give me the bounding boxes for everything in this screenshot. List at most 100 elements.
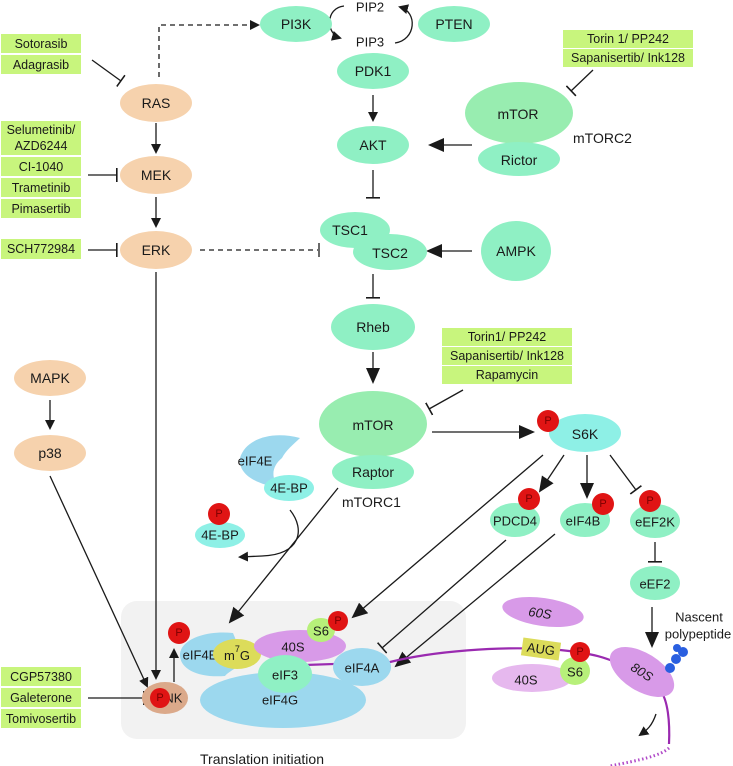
node-s6k: S6K P bbox=[537, 410, 621, 452]
phospho-label: P bbox=[334, 615, 341, 627]
eif4g: eIF4G bbox=[200, 672, 366, 728]
ribosome-40s: 40S bbox=[492, 664, 572, 692]
mtorc2-mtor-label: mTOR bbox=[498, 106, 539, 122]
drug-box bbox=[1, 55, 81, 74]
drug-pimasertib: Pimasertib bbox=[11, 202, 70, 216]
eef2k-label: eEF2K bbox=[635, 515, 675, 530]
drug-selumetinib: Selumetinib/ bbox=[7, 123, 76, 137]
pip3-label: PIP3 bbox=[356, 35, 384, 50]
phospho-mark bbox=[150, 688, 170, 708]
eif3-label: eIF3 bbox=[272, 668, 298, 683]
drug-box bbox=[1, 34, 81, 53]
drug-sch772984: SCH772984 bbox=[7, 242, 75, 256]
peptide-bead bbox=[673, 644, 681, 652]
ras-to-pi3k-arrow bbox=[158, 20, 260, 77]
mek-drug-list: Selumetinib/ AZD6244 CI-1040 Trametinib … bbox=[1, 121, 81, 218]
phospho-label: P bbox=[544, 415, 551, 427]
pdcd4-eif4a-inhibition bbox=[376, 539, 507, 654]
mtorc2-label: mTORC2 bbox=[573, 130, 632, 146]
phospho-4ebp: 4E-BP P bbox=[195, 503, 245, 548]
eif4e-crescent bbox=[239, 435, 300, 488]
p38-label: p38 bbox=[38, 445, 62, 461]
drug-trametinib: Trametinib bbox=[12, 181, 71, 195]
s6: S6 P bbox=[560, 642, 590, 685]
panel-label: Translation initiation bbox=[200, 751, 324, 766]
node-pdk1: PDK1 bbox=[337, 53, 409, 89]
node-rheb: Rheb bbox=[331, 304, 415, 350]
nascent-label-line1: Nascent bbox=[675, 610, 723, 625]
ras-inhibition bbox=[91, 59, 126, 88]
nascent-label-line2: polypeptide bbox=[665, 627, 732, 642]
mnk: MNK P bbox=[142, 682, 188, 714]
phospho-label: P bbox=[576, 646, 583, 658]
mrna-exit bbox=[659, 689, 671, 745]
eif4a-label: eIF4A bbox=[345, 661, 380, 676]
drug-sapanisertib-ink128: Sapanisertib/ Ink128 bbox=[450, 349, 564, 363]
mtorc1-label: mTORC1 bbox=[342, 494, 401, 510]
phospho-label: P bbox=[525, 493, 532, 505]
mrna-dotted-tail bbox=[609, 746, 670, 766]
mapk-label: MAPK bbox=[30, 370, 70, 386]
rictor-label: Rictor bbox=[501, 152, 538, 168]
eif4e-label: eIF4E bbox=[183, 648, 218, 663]
drug-box bbox=[563, 49, 693, 67]
ampk-label: AMPK bbox=[496, 243, 536, 259]
rheb-label: Rheb bbox=[356, 319, 390, 335]
40s-label: 40S bbox=[514, 673, 537, 688]
phospho-mark bbox=[208, 503, 230, 525]
drug-torin1-pp242: Torin1/ PP242 bbox=[468, 330, 547, 344]
peptide-bead bbox=[665, 663, 675, 673]
drug-ci1040: CI-1040 bbox=[19, 160, 64, 174]
eif4e-phospho: P bbox=[168, 622, 190, 644]
drug-box bbox=[1, 121, 81, 155]
phospho-label: P bbox=[215, 508, 222, 520]
s6k-to-pdcd4-arrow bbox=[538, 454, 565, 493]
node-pdcd4: PDCD4 P bbox=[490, 488, 540, 537]
drug-box bbox=[1, 709, 81, 728]
phospho-mark bbox=[570, 642, 590, 662]
p38-to-mnk-arrow bbox=[49, 475, 149, 688]
mtorc2-inhibition bbox=[565, 69, 594, 97]
node-eef2k: eEF2K P bbox=[630, 490, 680, 538]
elongation-arrow bbox=[638, 713, 657, 737]
s6k-label: S6K bbox=[572, 426, 599, 442]
mtorc2-drug-list: Torin 1/ PP242 Sapanisertib/ Ink128 bbox=[563, 30, 693, 67]
drug-torin1-pp242: Torin 1/ PP242 bbox=[587, 32, 669, 46]
drug-azd6244: AZD6244 bbox=[15, 139, 68, 153]
node-akt: AKT bbox=[337, 126, 409, 164]
node-eef2: eEF2 bbox=[630, 566, 680, 600]
aug-label: AUG bbox=[526, 640, 556, 659]
raptor-label: Raptor bbox=[352, 464, 394, 480]
akt-label: AKT bbox=[359, 137, 387, 153]
node-mapk: MAPK bbox=[14, 360, 86, 396]
drug-box bbox=[442, 347, 572, 365]
drug-box bbox=[1, 178, 81, 197]
4ebp-release-arrow bbox=[238, 509, 299, 562]
node-p38: p38 bbox=[14, 435, 86, 471]
drug-galeterone: Galeterone bbox=[10, 691, 72, 705]
phospho-mark bbox=[537, 410, 559, 432]
node-pi3k: PI3K bbox=[260, 6, 332, 42]
nascent-polypeptide: Nascent polypeptide bbox=[665, 610, 732, 673]
mtorc1-to-cap-arrow bbox=[228, 487, 339, 624]
pten-label: PTEN bbox=[435, 16, 472, 32]
phospho-mark bbox=[639, 490, 661, 512]
phospho-mark bbox=[328, 611, 348, 631]
ribosome-80s: 80S bbox=[609, 647, 675, 697]
erk-drug-list: SCH772984 bbox=[1, 239, 81, 259]
mtorc1-mtor-label: mTOR bbox=[353, 417, 394, 433]
pdcd4-label: PDCD4 bbox=[493, 514, 537, 529]
s6-label: S6 bbox=[567, 665, 583, 680]
drug-box bbox=[1, 688, 81, 707]
ribosome-60s: 60S bbox=[502, 597, 584, 627]
phospho-label: P bbox=[599, 498, 606, 510]
ras-label: RAS bbox=[142, 95, 171, 111]
phospho-label: P bbox=[175, 627, 182, 639]
phospho-mark bbox=[592, 493, 614, 515]
node-mtorc2: mTOR Rictor mTORC2 bbox=[465, 82, 632, 176]
mtorc2-mtor bbox=[465, 82, 573, 144]
60s-label: 60S bbox=[527, 604, 552, 622]
drug-box bbox=[1, 199, 81, 218]
pip2-label: PIP2 bbox=[356, 0, 384, 15]
